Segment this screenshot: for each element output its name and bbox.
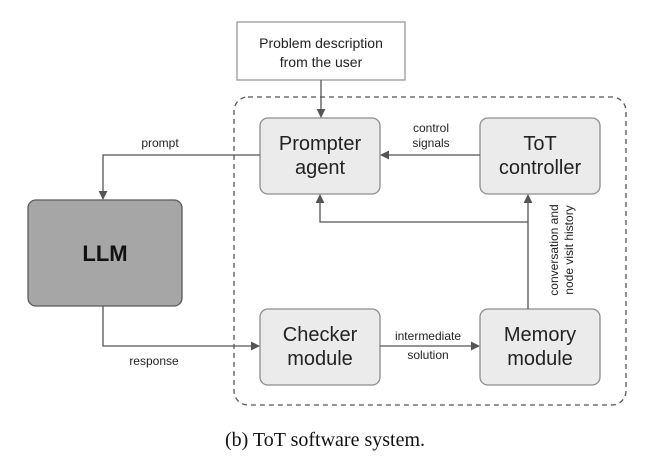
edge-label-history-line2: node visit history — [562, 205, 576, 294]
edge-label-history-line1: conversation and — [547, 204, 561, 295]
checker-module-label-line2: module — [287, 348, 353, 370]
llm-label: LLM — [82, 241, 127, 266]
edge-label-control: control — [413, 121, 449, 135]
problem-description-box: Problem description from the user — [236, 21, 406, 81]
edge-label-prompt: prompt — [141, 136, 179, 150]
tot-controller-label-line2: controller — [499, 157, 582, 179]
problem-description-label-line2: from the user — [280, 54, 363, 70]
figure-caption: (b) ToT software system. — [225, 429, 425, 451]
tot-controller-box: ToT controller — [479, 117, 601, 195]
llm-box: LLM — [27, 199, 183, 307]
prompter-agent-label-line1: Prompter — [279, 133, 362, 155]
memory-module-label-line1: Memory — [504, 324, 576, 346]
edge-label-solution: solution — [407, 348, 448, 362]
checker-module-box: Checker module — [259, 308, 381, 386]
edge-label-signals: signals — [412, 136, 449, 150]
memory-module-label-line2: module — [507, 348, 573, 370]
edge-label-intermediate: intermediate — [395, 329, 461, 343]
arrow-llm-to-checker — [102, 306, 260, 351]
problem-description-label-line1: Problem description — [259, 35, 383, 51]
tot-controller-label-line1: ToT — [523, 133, 556, 155]
memory-module-box: Memory module — [479, 308, 601, 386]
arrow-memory-to-prompter — [315, 194, 529, 309]
arrow-prompter-to-llm — [98, 154, 260, 200]
prompter-agent-label-line2: agent — [295, 157, 345, 179]
checker-module-label-line1: Checker — [283, 324, 358, 346]
system-boundary — [233, 96, 627, 406]
edge-label-response: response — [129, 354, 179, 368]
prompter-agent-box: Prompter agent — [259, 117, 381, 195]
